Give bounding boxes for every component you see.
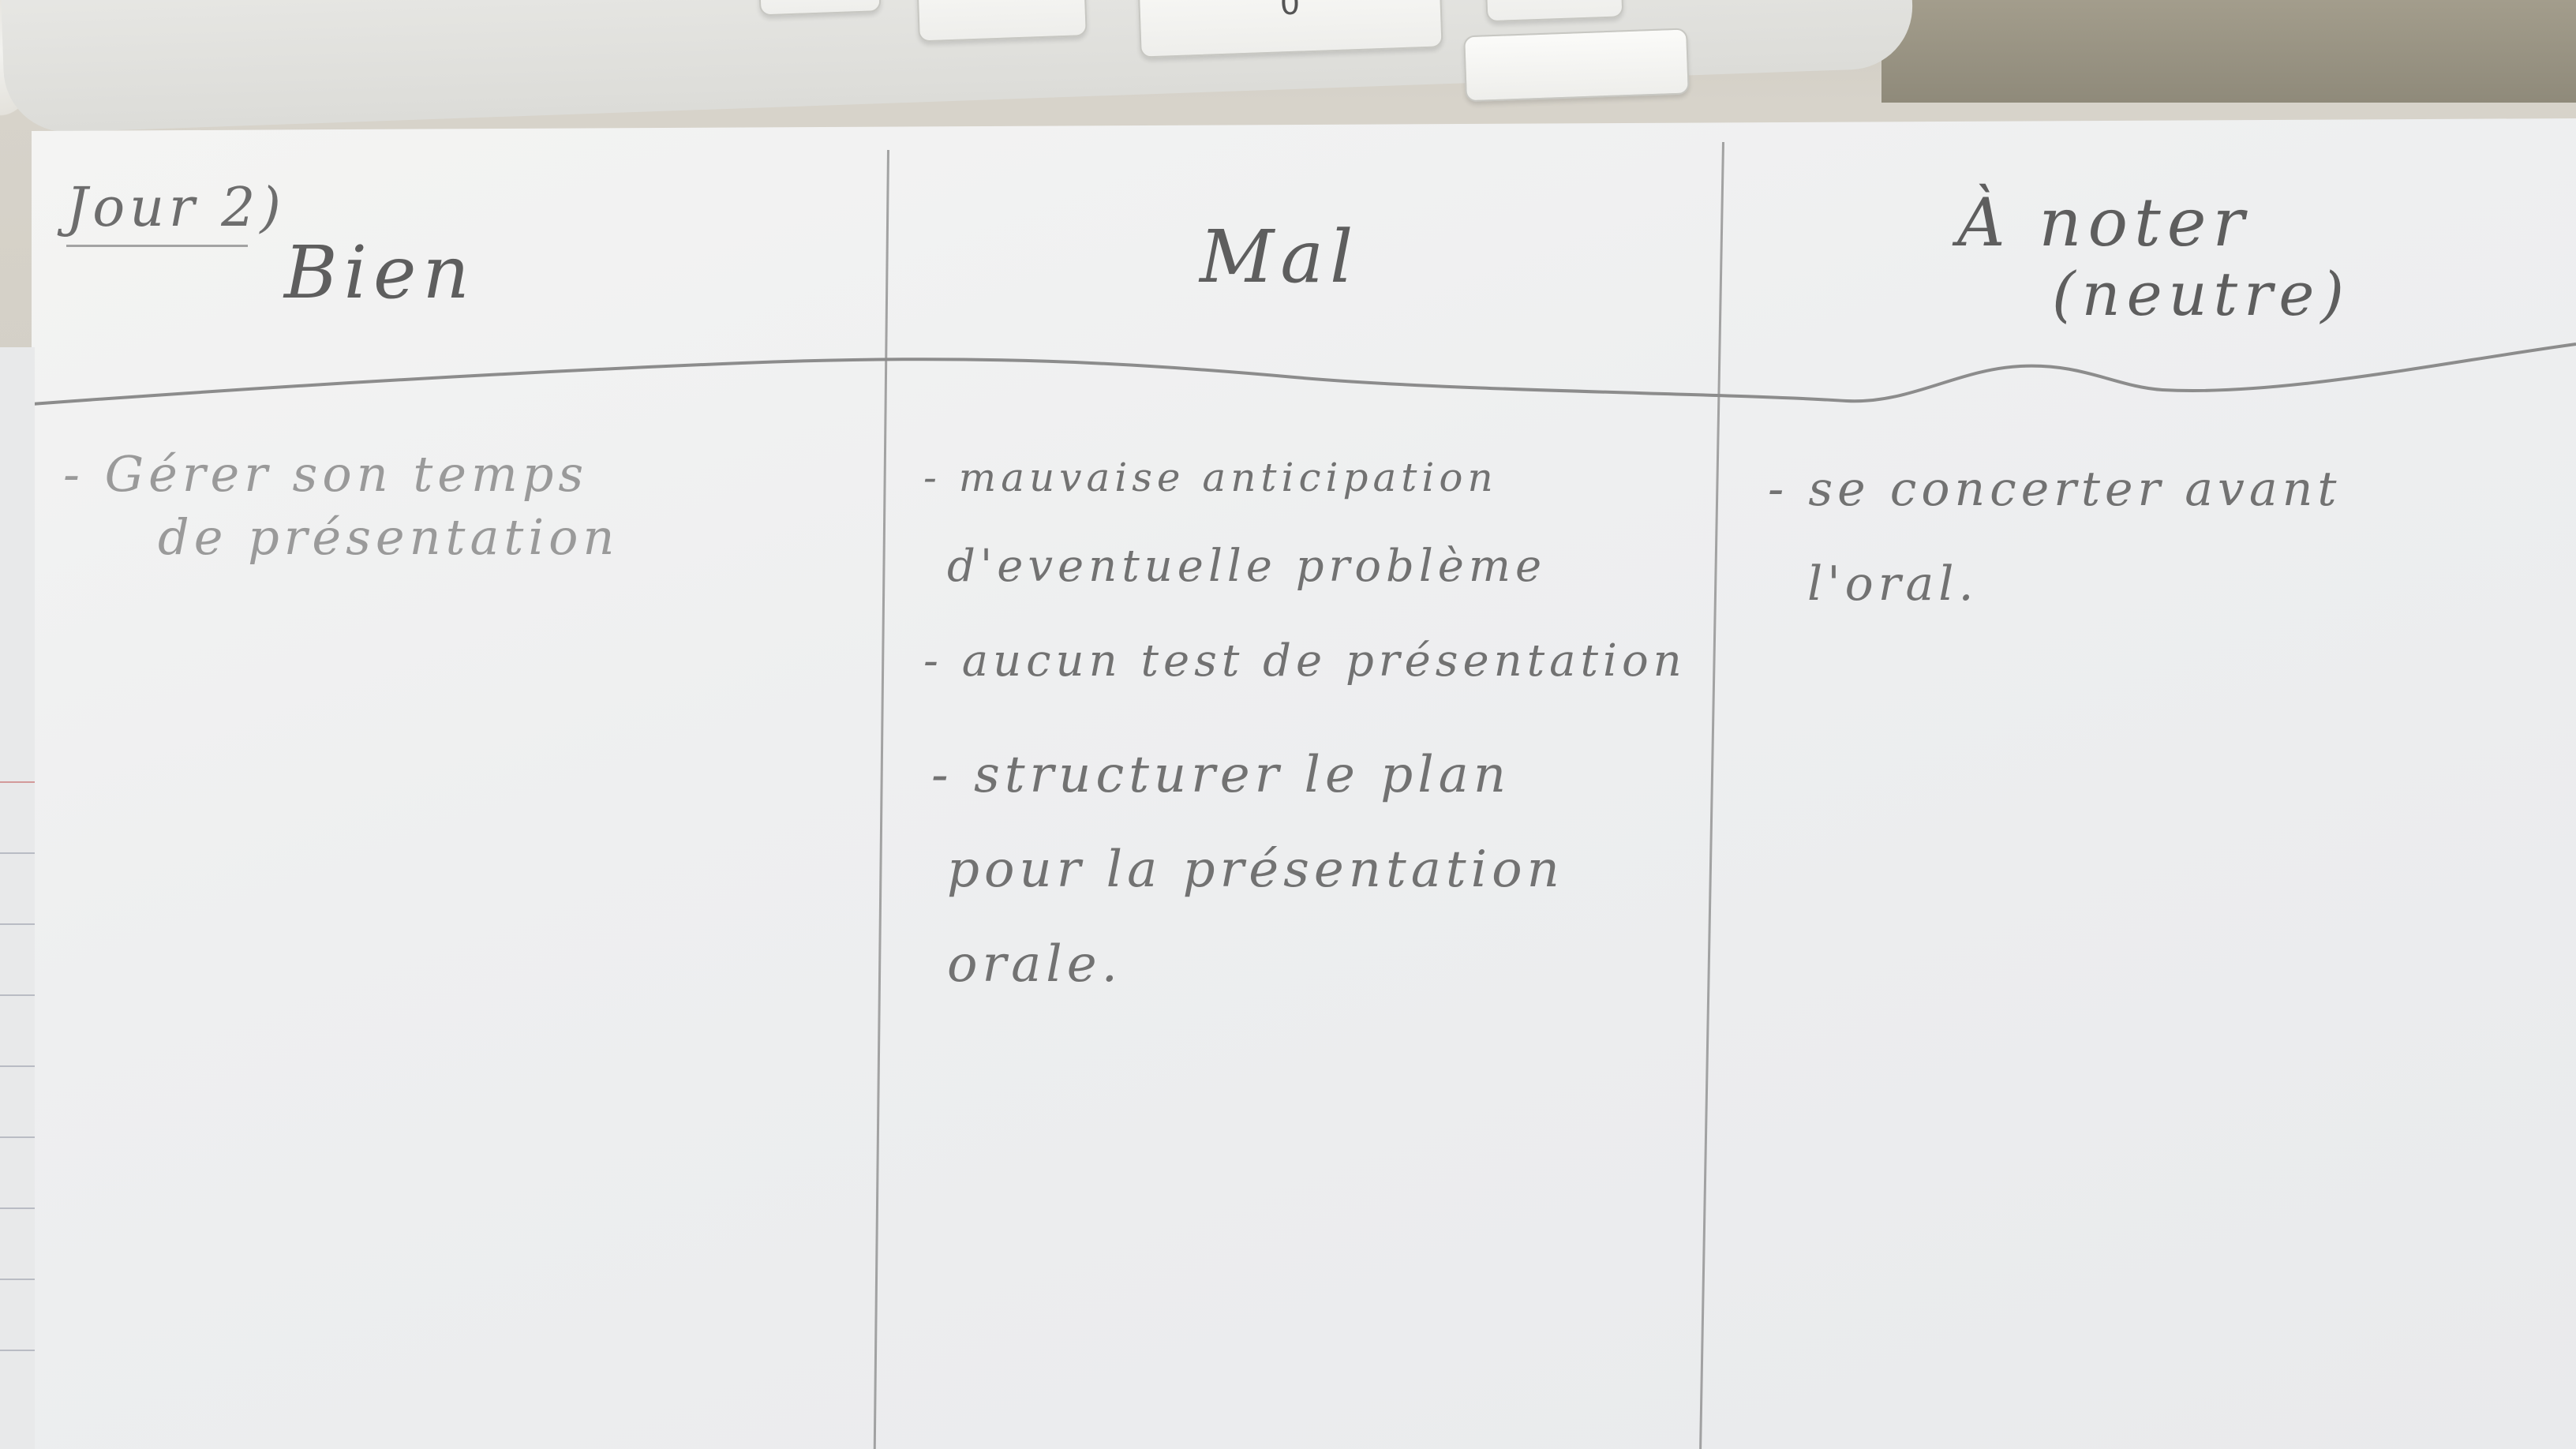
- column-header-a-noter: À noter: [1957, 184, 2251, 261]
- mal-item-line-3: - aucun test de présentation: [923, 635, 1687, 687]
- mal-item-line-5: pour la présentation: [947, 841, 1564, 899]
- notebook-rule: [0, 781, 35, 783]
- keyboard-key: [915, 0, 1088, 43]
- mal-item-line-6: orale.: [947, 935, 1122, 994]
- keyboard-key-three: 3: [1483, 0, 1624, 23]
- notebook-edge: [0, 347, 35, 1449]
- notebook-rule: [0, 923, 35, 925]
- column-header-mal: Mal: [1200, 215, 1360, 299]
- keyboard-key: [758, 0, 882, 17]
- key-zero-label: 0: [1279, 0, 1301, 23]
- mal-item-line-1: - mauvaise anticipation: [923, 455, 1498, 500]
- column-header-neutre: (neutre): [2052, 259, 2351, 329]
- paper-sheet: Jour 2) Bien Mal À noter (neutre) - Gére…: [32, 118, 2576, 1449]
- keyboard-key-zero: 0: [1136, 0, 1443, 58]
- notebook-rule: [0, 1208, 35, 1209]
- mal-item-line-2: d'eventuelle problème: [947, 541, 1547, 592]
- bien-item-line-2: de présentation: [158, 508, 620, 566]
- notebook-rule: [0, 852, 35, 854]
- notebook-rule: [0, 1065, 35, 1067]
- notebook-rule: [0, 994, 35, 996]
- keyboard: 0 3: [0, 0, 1915, 134]
- keyboard-key: [1463, 28, 1690, 103]
- day-label: Jour 2): [66, 177, 286, 239]
- a-noter-item-line-2: l'oral.: [1807, 556, 1979, 612]
- mal-item-line-4: - structurer le plan: [931, 746, 1511, 804]
- column-header-bien: Bien: [284, 230, 476, 315]
- day-label-underline: [66, 245, 248, 247]
- notebook-rule: [0, 1279, 35, 1280]
- a-noter-item-line-1: - se concerter avant: [1768, 462, 2342, 517]
- bien-item-line-1: - Gérer son temps: [63, 445, 589, 503]
- notebook-rule: [0, 1136, 35, 1138]
- header-divider-line: [32, 343, 2576, 406]
- desk-surface: [1881, 0, 2576, 103]
- notebook-rule: [0, 1350, 35, 1351]
